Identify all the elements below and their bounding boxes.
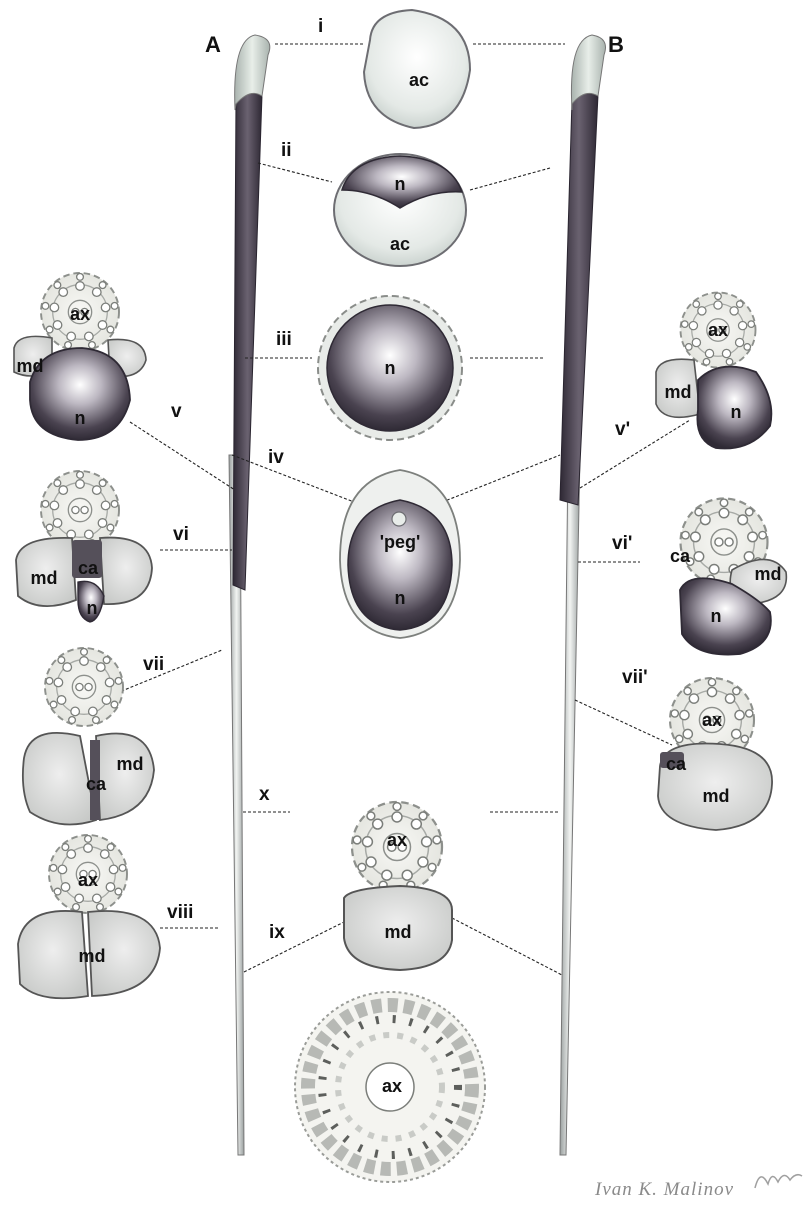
section-ii-nucleus-label: n [395, 174, 406, 194]
section-vii: ca md [23, 648, 154, 825]
section-i-acrosome-label: ac [409, 70, 429, 90]
level-label-ix: ix [269, 922, 285, 943]
section-ix: ax md [344, 802, 452, 970]
section-v-prime-md-label: md [665, 382, 692, 402]
section-iii-nucleus-label: n [385, 358, 396, 378]
section-viii-md-label: md [79, 946, 106, 966]
section-i: ac [364, 10, 470, 128]
section-viii-axoneme-label: ax [78, 870, 98, 890]
level-label-x: x [259, 784, 270, 805]
section-iv-nucleus-label: n [395, 588, 406, 608]
section-vi-prime-nucleus-label: n [711, 606, 722, 626]
section-x: ax [295, 992, 485, 1182]
section-ii: n ac [334, 154, 466, 266]
section-iii: n [318, 296, 462, 440]
sperm-b-label: B [608, 32, 624, 57]
level-label-i: i [318, 16, 323, 37]
section-iv-peg-label: 'peg' [380, 532, 421, 552]
artist-signature: Ivan K. Malinov [594, 1179, 734, 1200]
level-label-vi-prime: vi' [612, 533, 632, 554]
level-label-viii: viii [167, 902, 193, 923]
level-label-v-prime: v' [615, 419, 630, 440]
section-x-axoneme-label: ax [382, 1076, 402, 1096]
section-viii: ax md [18, 835, 160, 998]
level-label-iii: iii [276, 329, 292, 350]
section-vi-md-label: md [31, 568, 58, 588]
section-vii-prime-ca-label: ca [666, 754, 687, 774]
sperm-a [229, 35, 270, 1155]
section-ii-acrosome-label: ac [390, 234, 410, 254]
section-v-nucleus-label: n [75, 408, 86, 428]
level-label-iv: iv [268, 447, 284, 468]
signature-mark [755, 1175, 802, 1188]
section-ix-axoneme-label: ax [387, 830, 407, 850]
section-v-prime: ax md n [656, 293, 771, 449]
section-vi: md ca n [16, 471, 152, 622]
level-label-vii-prime: vii' [622, 667, 648, 688]
section-vii-prime-axoneme-label: ax [702, 710, 722, 730]
sperm-a-nucleus [233, 91, 262, 590]
section-v-axoneme-label: ax [70, 304, 90, 324]
section-v: ax md n [14, 273, 146, 440]
sperm-b-tail [560, 455, 580, 1155]
section-vii-prime: ax ca md [658, 678, 772, 830]
section-vi-prime-ca-label: ca [670, 546, 691, 566]
section-iv: 'peg' n [340, 470, 460, 638]
section-vi-prime: ca md n [670, 499, 786, 655]
level-label-ii: ii [281, 140, 292, 161]
sperm-b [560, 35, 606, 1155]
section-vii-prime-md-label: md [703, 786, 730, 806]
section-vi-nucleus-label: n [87, 598, 98, 618]
section-vi-prime-md-label: md [755, 564, 782, 584]
section-vii-ca-label: ca [86, 774, 107, 794]
sperm-b-nucleus [560, 91, 598, 505]
section-v-md-label: md [17, 356, 44, 376]
sperm-a-label: A [205, 32, 221, 57]
level-label-vii: vii [143, 654, 164, 675]
section-v-prime-nucleus-label: n [731, 402, 742, 422]
section-vi-ca-label: ca [78, 558, 99, 578]
level-label-vi: vi [173, 524, 189, 545]
level-label-v: v [171, 401, 182, 422]
section-v-prime-axoneme-label: ax [708, 320, 728, 340]
section-vii-md-label: md [117, 754, 144, 774]
section-ix-md-label: md [385, 922, 412, 942]
